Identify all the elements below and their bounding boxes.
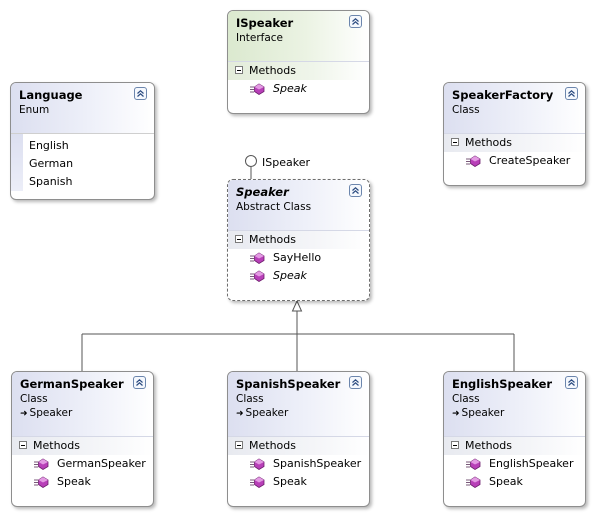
enum-value[interactable]: English [29,139,69,152]
method-icon [250,252,266,270]
double-chevron-up-icon[interactable] [349,184,362,197]
double-chevron-up-icon[interactable] [565,87,578,100]
method-icon [466,476,482,494]
section-label: Methods [249,233,296,246]
box-title: EnglishSpeaker [452,377,553,391]
box-kind: Class [452,104,480,116]
enum-values-list: English German Spanish [11,134,154,191]
base-class-reference: ➜Speaker [20,406,145,422]
method-label: Speak [273,475,307,488]
arrow-right-icon: ➜ [236,409,244,419]
arrow-right-icon: ➜ [20,409,28,419]
box-kind: Class [452,393,480,405]
method-item[interactable]: Speak [444,473,585,491]
methods-section-header[interactable]: Methods [228,62,369,80]
method-icon [250,270,266,288]
methods-section-header[interactable]: Methods [444,437,585,455]
method-icon [466,155,482,173]
method-label: Speak [57,475,91,488]
minus-icon[interactable] [235,235,243,243]
minus-icon[interactable] [19,441,27,449]
method-label: Speak [273,269,307,282]
box-kind: Class [20,393,48,405]
box-title: Speaker [236,185,289,199]
method-item[interactable]: GermanSpeaker [12,455,153,473]
germanspeaker-class-box[interactable]: GermanSpeaker Class ➜Speaker Methods Ger… [11,371,154,507]
methods-section-header[interactable]: Methods [228,437,369,455]
speaker-abstract-class-box[interactable]: Speaker Abstract Class Methods SayHello … [227,179,370,301]
method-label: SpanishSpeaker [273,457,362,470]
double-chevron-up-icon[interactable] [349,376,362,389]
section-label: Methods [33,439,80,452]
minus-icon[interactable] [451,441,459,449]
enum-value[interactable]: German [29,157,74,170]
box-title: SpeakerFactory [452,88,554,102]
double-chevron-up-icon[interactable] [565,376,578,389]
method-item[interactable]: SpanishSpeaker [228,455,369,473]
arrow-right-icon: ➜ [452,409,460,419]
box-title: SpanishSpeaker [236,377,341,391]
section-label: Methods [465,136,512,149]
spanishspeaker-class-box[interactable]: SpanishSpeaker Class ➜Speaker Methods Sp… [227,371,370,507]
box-kind: Abstract Class [236,201,312,213]
methods-section-header[interactable]: Methods [12,437,153,455]
box-kind: Interface [236,32,284,44]
minus-icon[interactable] [451,138,459,146]
method-icon [466,458,482,476]
method-label: EnglishSpeaker [489,457,574,470]
speakerfactory-class-box[interactable]: SpeakerFactory Class Methods CreateSpeak… [443,82,586,186]
lollipop-label: ISpeaker [262,156,310,169]
method-item[interactable]: CreateSpeaker [444,152,585,170]
method-item[interactable]: Speak [228,473,369,491]
double-chevron-up-icon[interactable] [134,87,147,100]
section-label: Methods [249,64,296,77]
method-item[interactable]: Speak [12,473,153,491]
section-label: Methods [465,439,512,452]
base-class-reference: ➜Speaker [452,406,577,422]
minus-icon[interactable] [235,441,243,449]
base-class-label: Speaker [245,407,289,419]
minus-icon[interactable] [235,66,243,74]
method-icon [250,476,266,494]
base-class-label: Speaker [29,407,73,419]
method-item[interactable]: Speak [228,267,369,285]
language-enum-box[interactable]: Language Enum English German Spanish [10,82,155,200]
methods-section-header[interactable]: Methods [444,134,585,152]
method-icon [250,83,266,101]
base-class-reference: ➜Speaker [236,406,361,422]
box-title: GermanSpeaker [20,377,124,391]
method-icon [34,476,50,494]
method-label: SayHello [273,251,322,264]
method-item[interactable]: EnglishSpeaker [444,455,585,473]
method-icon [34,458,50,476]
method-label: Speak [273,82,307,95]
method-item[interactable]: SayHello [228,249,369,267]
method-label: Speak [489,475,523,488]
base-class-label: Speaker [461,407,505,419]
method-label: GermanSpeaker [57,457,146,470]
method-label: CreateSpeaker [489,154,571,167]
inheritance-arrowhead [291,299,303,312]
enum-value[interactable]: Spanish [29,175,73,188]
double-chevron-up-icon[interactable] [133,376,146,389]
box-kind: Enum [19,104,50,116]
englishspeaker-class-box[interactable]: EnglishSpeaker Class ➜Speaker Methods En… [443,371,586,507]
double-chevron-up-icon[interactable] [349,15,362,28]
box-kind: Class [236,393,264,405]
section-label: Methods [249,439,296,452]
method-icon [250,458,266,476]
box-title: ISpeaker [236,16,294,30]
box-title: Language [19,88,83,102]
method-item[interactable]: Speak [228,80,369,98]
methods-section-header[interactable]: Methods [228,231,369,249]
ispeaker-interface-box[interactable]: ISpeaker Interface Methods Speak [227,10,370,114]
interface-lollipop-circle [245,155,257,167]
